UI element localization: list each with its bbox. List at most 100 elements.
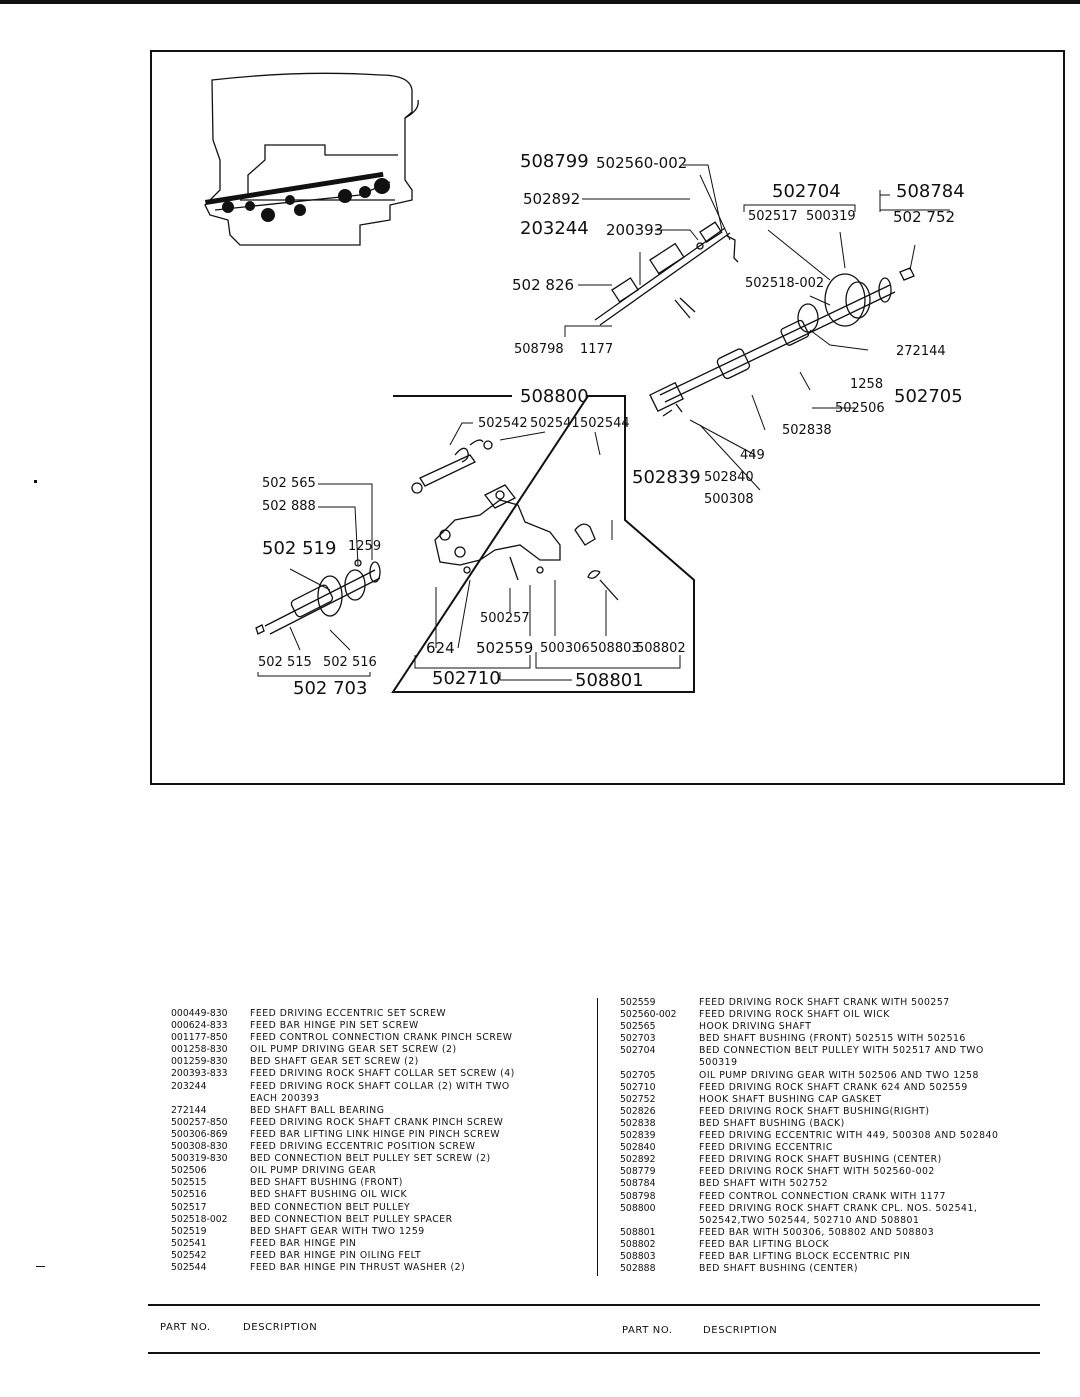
callout-502839: 502839 (632, 467, 701, 488)
callout-500306: 500306 (540, 641, 590, 656)
part-number: 502752 (620, 1093, 656, 1105)
part-description: FEED DRIVING ECCENTRIC (699, 1142, 833, 1154)
part-description: BED SHAFT BALL BEARING (250, 1104, 385, 1116)
part-description: FEED DRIVING ROCK SHAFT OIL WICK (699, 1009, 890, 1021)
leader-lines-upper (564, 164, 950, 491)
parts-list-divider (597, 998, 598, 1276)
part-description: HOOK DRIVING SHAFT (699, 1021, 812, 1033)
part-description: FEED BAR HINGE PIN (250, 1237, 357, 1249)
part-description: BED SHAFT BUSHING (CENTER) (699, 1263, 858, 1275)
margin-mark-dot (34, 480, 37, 483)
part-description: FEED BAR HINGE PIN SET SCREW (250, 1020, 419, 1032)
part-number: 000624-833 (171, 1020, 228, 1032)
parts-list-row: 508798 FEED CONTROL CONNECTION CRANK WITH… (620, 1191, 1040, 1203)
footer-left-part-no: PART NO. (160, 1322, 211, 1333)
callout-508798: 508798 (514, 342, 564, 357)
part-number: 502710 (620, 1081, 656, 1093)
part-number: 500257-850 (171, 1116, 228, 1128)
top-edge-bar (0, 0, 1080, 4)
part-description: FEED DRIVING ECCENTRIC WITH 449, 500308 … (699, 1130, 999, 1142)
callout-502518-002: 502518-002 (745, 276, 825, 291)
callout-502544: 502544 (580, 416, 630, 431)
part-description: FEED BAR LIFTING LINK HINGE PIN PINCH SC… (250, 1128, 501, 1140)
part-number: 502506 (171, 1165, 207, 1177)
part-description: FEED BAR WITH 500306, 508802 AND 508803 (699, 1226, 935, 1238)
feed-bar-inset-box (391, 395, 695, 693)
part-number: 502559 (620, 997, 656, 1008)
part-description: BED SHAFT GEAR WITH TWO 1259 (250, 1225, 425, 1237)
part-description: EACH 200393 (250, 1092, 320, 1104)
callout-508799: 508799 (520, 151, 589, 172)
callout-502703: 502 703 (293, 678, 368, 699)
part-number: 508798 (620, 1190, 656, 1202)
diagram-frame (150, 50, 1065, 785)
callout-502506: 502506 (835, 401, 885, 416)
callout-1259: 1259 (348, 539, 382, 554)
part-description: BED CONNECTION BELT PULLEY SPACER (250, 1213, 453, 1225)
callout-502704: 502704 (772, 181, 841, 202)
callout-200393: 200393 (606, 221, 664, 239)
part-description: FEED BAR HINGE PIN THRUST WASHER (2) (250, 1261, 466, 1273)
part-number: 502888 (620, 1263, 656, 1275)
part-number: 502517 (171, 1201, 207, 1213)
part-description: FEED DRIVING ROCK SHAFT COLLAR SET SCREW… (250, 1068, 515, 1080)
part-number: 502542 (171, 1249, 207, 1261)
callout-502542: 502542 (478, 416, 528, 431)
footer-left-description: DESCRIPTION (243, 1322, 318, 1333)
thumbnail-shaft-highlight (205, 171, 390, 222)
part-description: BED SHAFT GEAR SET SCREW (2) (250, 1056, 419, 1068)
callout-502517: 502517 (748, 209, 798, 224)
callout-502705: 502705 (894, 386, 963, 407)
part-description: BED SHAFT BUSHING (BACK) (699, 1117, 845, 1129)
part-description: FEED CONTROL CONNECTION CRANK WITH 1177 (699, 1190, 946, 1202)
callout-502515: 502 515 (258, 655, 312, 670)
parts-list-row: 502542,TWO 502544, 502710 AND 508801 (620, 1215, 1040, 1227)
part-number: 502705 (620, 1069, 656, 1081)
part-number: 500306-869 (171, 1128, 228, 1140)
part-description: FEED DRIVING ROCK SHAFT CRANK PINCH SCRE… (250, 1116, 504, 1128)
parts-list-row: 502560-002 FEED DRIVING ROCK SHAFT OIL WI… (620, 1009, 1040, 1021)
part-number: 502704 (620, 1045, 656, 1057)
part-description: FEED DRIVING ECCENTRIC SET SCREW (250, 1008, 447, 1019)
part-description: OIL PUMP DRIVING GEAR (250, 1165, 377, 1177)
parts-list-row: 500319 (620, 1057, 1040, 1069)
footer-rule-bottom (148, 1352, 1040, 1354)
part-description: BED SHAFT BUSHING (FRONT) (250, 1177, 403, 1189)
part-number: 502560-002 (620, 1009, 677, 1021)
parts-list-row: 001259-830 BED SHAFT GEAR SET SCREW (2) (171, 1056, 551, 1068)
callout-508802: 508802 (636, 641, 686, 656)
callout-203244: 203244 (520, 218, 589, 239)
part-number: 502826 (620, 1105, 656, 1117)
leader-lines-inset (414, 422, 681, 681)
part-description: BED CONNECTION BELT PULLEY WITH 502517 A… (699, 1045, 984, 1057)
part-number: 502516 (171, 1189, 207, 1201)
part-description: FEED BAR LIFTING BLOCK (699, 1238, 830, 1250)
part-number: 001177-850 (171, 1032, 228, 1044)
part-number: 000449-830 (171, 1008, 228, 1019)
part-number: 502840 (620, 1142, 656, 1154)
callout-508801: 508801 (575, 670, 644, 691)
bed-shaft-front-group (255, 559, 381, 635)
part-description: 500319 (699, 1057, 738, 1069)
part-number: 001259-830 (171, 1056, 228, 1068)
part-description: BED CONNECTION BELT PULLEY SET SCREW (2) (250, 1153, 491, 1165)
callout-508803: 508803 (590, 641, 640, 656)
part-number: 001258-830 (171, 1044, 228, 1056)
callout-502541: 502541 (530, 416, 580, 431)
part-description: FEED DRIVING ROCK SHAFT COLLAR (2) WITH … (250, 1080, 510, 1092)
